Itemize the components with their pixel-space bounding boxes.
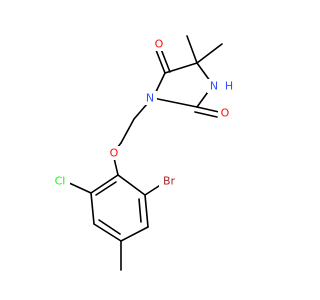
bromine-atom-label: Br [163,175,176,188]
benzene-ring [66,157,163,271]
bond-c2-cl [66,181,92,194]
bond-n3-ch2 [133,103,148,120]
bond-c6-c1 [117,174,146,196]
bond-c2-c3 [90,192,95,225]
bond-c5-methyl-up [186,35,198,64]
nitrogen-atom-label: N [210,80,218,93]
bond-c5-methyl-right [196,43,223,64]
bond-c3-c4-inner [98,219,121,235]
atom-labels: O O N N H O Cl Br [50,37,235,188]
bond-c4-c5 [120,226,149,242]
oxygen-atom-label: O [155,38,164,51]
oxygen-atom-label: O [221,107,230,120]
bond-c2-n3 [152,97,198,108]
bond-c4-o-double-a [155,49,166,74]
bond-c1-c2 [90,174,119,194]
molecule-structure-diagram: O O N N H O Cl Br [50,35,235,271]
hydantoin-ring [152,35,223,118]
nitrogen-atom-label: N [146,92,154,105]
chlorine-atom-label: Cl [55,175,66,188]
bond-c3-c4 [93,223,122,242]
bond-c2-o-double-b [194,111,218,118]
bond-ch2-ch2 [120,118,135,144]
bond-c2-o-double-a [196,106,220,113]
hydrogen-atom-label: H [225,80,233,93]
bond-o-c1 [113,157,119,176]
bond-c5-c6-inner [138,198,142,223]
bond-c4-o-double-b [160,48,171,73]
oxygen-atom-label: O [110,147,119,160]
bond-c1-c2-inner [95,181,117,196]
bond-c5-c6 [144,194,149,228]
